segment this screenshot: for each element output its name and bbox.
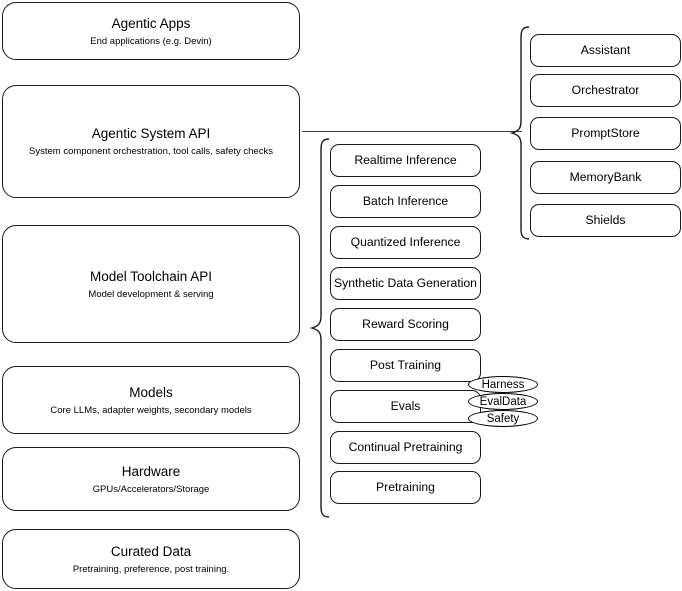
layer-title: Agentic System API <box>91 126 211 141</box>
toolchain-label: Reward Scoring <box>362 317 449 331</box>
system-box-assistant[interactable]: Assistant <box>530 34 681 67</box>
toolchain-label: Post Training <box>369 358 442 372</box>
layer-box-agentic-apps[interactable]: Agentic Apps End applications (e.g. Devi… <box>2 2 300 60</box>
toolchain-label: Batch Inference <box>362 194 449 208</box>
system-box-memorybank[interactable]: MemoryBank <box>530 161 681 194</box>
toolchain-label: Quantized Inference <box>350 235 461 249</box>
eval-badge-evaldata[interactable]: EvalData <box>468 393 538 410</box>
system-box-orchestrator[interactable]: Orchestrator <box>530 74 681 107</box>
system-box-shields[interactable]: Shields <box>530 204 681 237</box>
toolchain-box-realtime-inference[interactable]: Realtime Inference <box>330 144 481 177</box>
toolchain-label: Continual Pretraining <box>348 440 463 454</box>
toolchain-box-quantized-inference[interactable]: Quantized Inference <box>330 226 481 259</box>
connector-system-api-to-components <box>302 131 522 133</box>
toolchain-box-evals[interactable]: Evals <box>330 390 481 423</box>
eval-badge-harness[interactable]: Harness <box>468 376 538 393</box>
layer-subtitle: GPUs/Accelerators/Storage <box>92 483 210 495</box>
brace-toolchain <box>309 138 330 518</box>
system-label: Assistant <box>580 43 631 57</box>
layer-subtitle: Core LLMs, adapter weights, secondary mo… <box>50 404 252 416</box>
layer-box-models[interactable]: Models Core LLMs, adapter weights, secon… <box>2 366 300 434</box>
toolchain-box-post-training[interactable]: Post Training <box>330 349 481 382</box>
layer-title: Models <box>129 384 173 400</box>
toolchain-box-synthetic-data-generation[interactable]: Synthetic Data Generation <box>330 267 481 300</box>
toolchain-box-reward-scoring[interactable]: Reward Scoring <box>330 308 481 341</box>
brace-system-components <box>509 26 530 240</box>
system-label: PromptStore <box>571 126 640 140</box>
layer-box-hardware[interactable]: Hardware GPUs/Accelerators/Storage <box>2 447 300 511</box>
layer-subtitle: System component orchestration, tool cal… <box>29 146 273 157</box>
toolchain-label: Synthetic Data Generation <box>334 276 477 290</box>
toolchain-label: Pretraining <box>376 480 435 494</box>
eval-badge-label: Harness <box>481 378 525 391</box>
eval-badge-safety[interactable]: Safety <box>468 410 538 427</box>
layer-title: Curated Data <box>110 543 192 559</box>
toolchain-box-pretraining[interactable]: Pretraining <box>330 471 481 504</box>
toolchain-box-batch-inference[interactable]: Batch Inference <box>330 185 481 218</box>
toolchain-label: Realtime Inference <box>354 153 457 167</box>
layer-title: Agentic Apps <box>111 15 191 31</box>
layer-subtitle: Model development & serving <box>88 288 214 300</box>
system-label: Orchestrator <box>571 83 640 97</box>
layer-title: Model Toolchain API <box>89 268 213 284</box>
toolchain-label: Evals <box>390 399 421 413</box>
eval-badge-label: EvalData <box>479 395 527 408</box>
layer-subtitle: Pretraining, preference, post training. <box>72 563 230 575</box>
toolchain-box-continual-pretraining[interactable]: Continual Pretraining <box>330 431 481 464</box>
system-box-promptstore[interactable]: PromptStore <box>530 117 681 150</box>
layer-box-curated-data[interactable]: Curated Data Pretraining, preference, po… <box>2 529 300 589</box>
eval-badge-label: Safety <box>486 412 520 425</box>
system-label: Shields <box>585 213 626 227</box>
layer-subtitle: End applications (e.g. Devin) <box>90 35 212 47</box>
system-label: MemoryBank <box>569 170 642 184</box>
layer-title: Hardware <box>121 463 181 479</box>
layer-box-agentic-system-api[interactable]: Agentic System API System component orch… <box>2 85 300 198</box>
layer-box-model-toolchain-api[interactable]: Model Toolchain API Model development & … <box>2 225 300 343</box>
